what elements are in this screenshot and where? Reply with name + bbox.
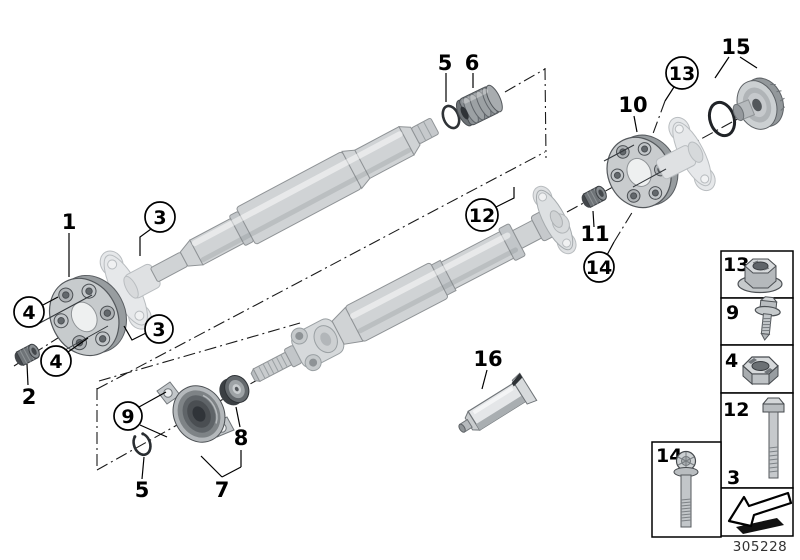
hex-bolt-icon — [762, 397, 785, 479]
bushing-11 — [581, 185, 607, 209]
callout-1[interactable]: 1 — [62, 210, 77, 234]
svg-text:4: 4 — [49, 351, 62, 373]
plain-callouts: 1 2 5 6 10 15 11 16 5 7 8 — [22, 35, 751, 502]
callout-8[interactable]: 8 — [234, 426, 249, 450]
svg-text:3: 3 — [152, 319, 165, 341]
centering-flange-15 — [732, 77, 786, 130]
flex-disc-rear — [606, 134, 679, 209]
legend-sidebar: 13 9 — [651, 250, 794, 555]
callout-5-bottom[interactable]: 5 — [135, 478, 150, 502]
direction-arrow-icon — [727, 491, 793, 534]
legend-label-9: 9 — [726, 302, 739, 324]
legend-box-14[interactable]: 14 — [651, 441, 722, 538]
callout-circle-9[interactable]: 9 — [113, 401, 143, 431]
legend-label-14: 14 — [656, 445, 682, 467]
grease-tube-16 — [458, 372, 538, 433]
front-shaft-flange-yoke — [99, 250, 161, 330]
center-bearing-assembly — [132, 375, 250, 456]
legend-label-13: 13 — [723, 254, 749, 276]
svg-text:12: 12 — [469, 205, 495, 227]
flange-nut-icon — [737, 258, 783, 294]
legend-box-12-3[interactable]: 12 3 — [720, 392, 794, 489]
svg-text:3: 3 — [153, 207, 166, 229]
flex-disc-front-bushings — [53, 283, 115, 351]
legend-label-4: 4 — [725, 350, 738, 372]
callout-11[interactable]: 11 — [580, 222, 609, 246]
output-flange-yoke-ghost — [655, 116, 716, 192]
front-driveshaft — [99, 118, 439, 330]
bearing-8 — [219, 375, 250, 406]
callout-10[interactable]: 10 — [618, 93, 647, 117]
rear-shaft-flange-yoke — [532, 185, 577, 255]
svg-text:9: 9 — [121, 406, 134, 428]
legend-label-12: 12 — [723, 399, 749, 421]
legend-box-4[interactable]: 4 — [720, 344, 794, 394]
snap-ring-5 — [132, 432, 152, 456]
legend-label-3: 3 — [727, 467, 740, 489]
svg-text:4: 4 — [22, 302, 35, 324]
callout-7[interactable]: 7 — [215, 478, 230, 502]
legend-box-arrow[interactable] — [720, 487, 794, 537]
callout-5-top[interactable]: 5 — [438, 51, 453, 75]
sliding-boot-6 — [455, 84, 503, 127]
universal-joint — [290, 318, 345, 372]
multi-point-bolt-icon — [673, 450, 699, 528]
o-ring-5-top — [441, 104, 461, 130]
callout-circle-3a[interactable]: 3 — [144, 201, 176, 233]
callout-circle-12[interactable]: 12 — [465, 198, 499, 232]
callout-circle-3b[interactable]: 3 — [144, 314, 174, 344]
callout-15[interactable]: 15 — [721, 35, 750, 59]
callout-circle-14[interactable]: 14 — [583, 251, 615, 283]
flex-disc-front — [48, 274, 127, 357]
circled-callouts: 3 3 4 4 9 12 13 14 — [13, 56, 699, 431]
spline-hatch — [258, 354, 288, 379]
callout-circle-13[interactable]: 13 — [665, 56, 699, 90]
washer-screw-icon — [754, 296, 781, 341]
callout-circle-4a[interactable]: 4 — [13, 296, 45, 328]
legend-box-9[interactable]: 9 — [720, 296, 794, 346]
rear-driveshaft — [250, 185, 577, 383]
bushing-2 — [14, 343, 40, 367]
svg-text:13: 13 — [669, 63, 695, 85]
center-bearing-mount — [172, 385, 226, 443]
o-ring-15 — [707, 100, 737, 138]
callout-6[interactable]: 6 — [465, 51, 480, 75]
callout-16[interactable]: 16 — [473, 347, 502, 371]
self-locking-nut-icon — [742, 356, 779, 386]
leader-lines — [26, 56, 758, 480]
svg-text:14: 14 — [586, 257, 612, 279]
legend-box-13[interactable]: 13 — [720, 250, 794, 299]
callout-2[interactable]: 2 — [22, 385, 37, 409]
callout-circle-4b[interactable]: 4 — [40, 345, 72, 377]
figure-number: 305228 — [733, 539, 788, 555]
